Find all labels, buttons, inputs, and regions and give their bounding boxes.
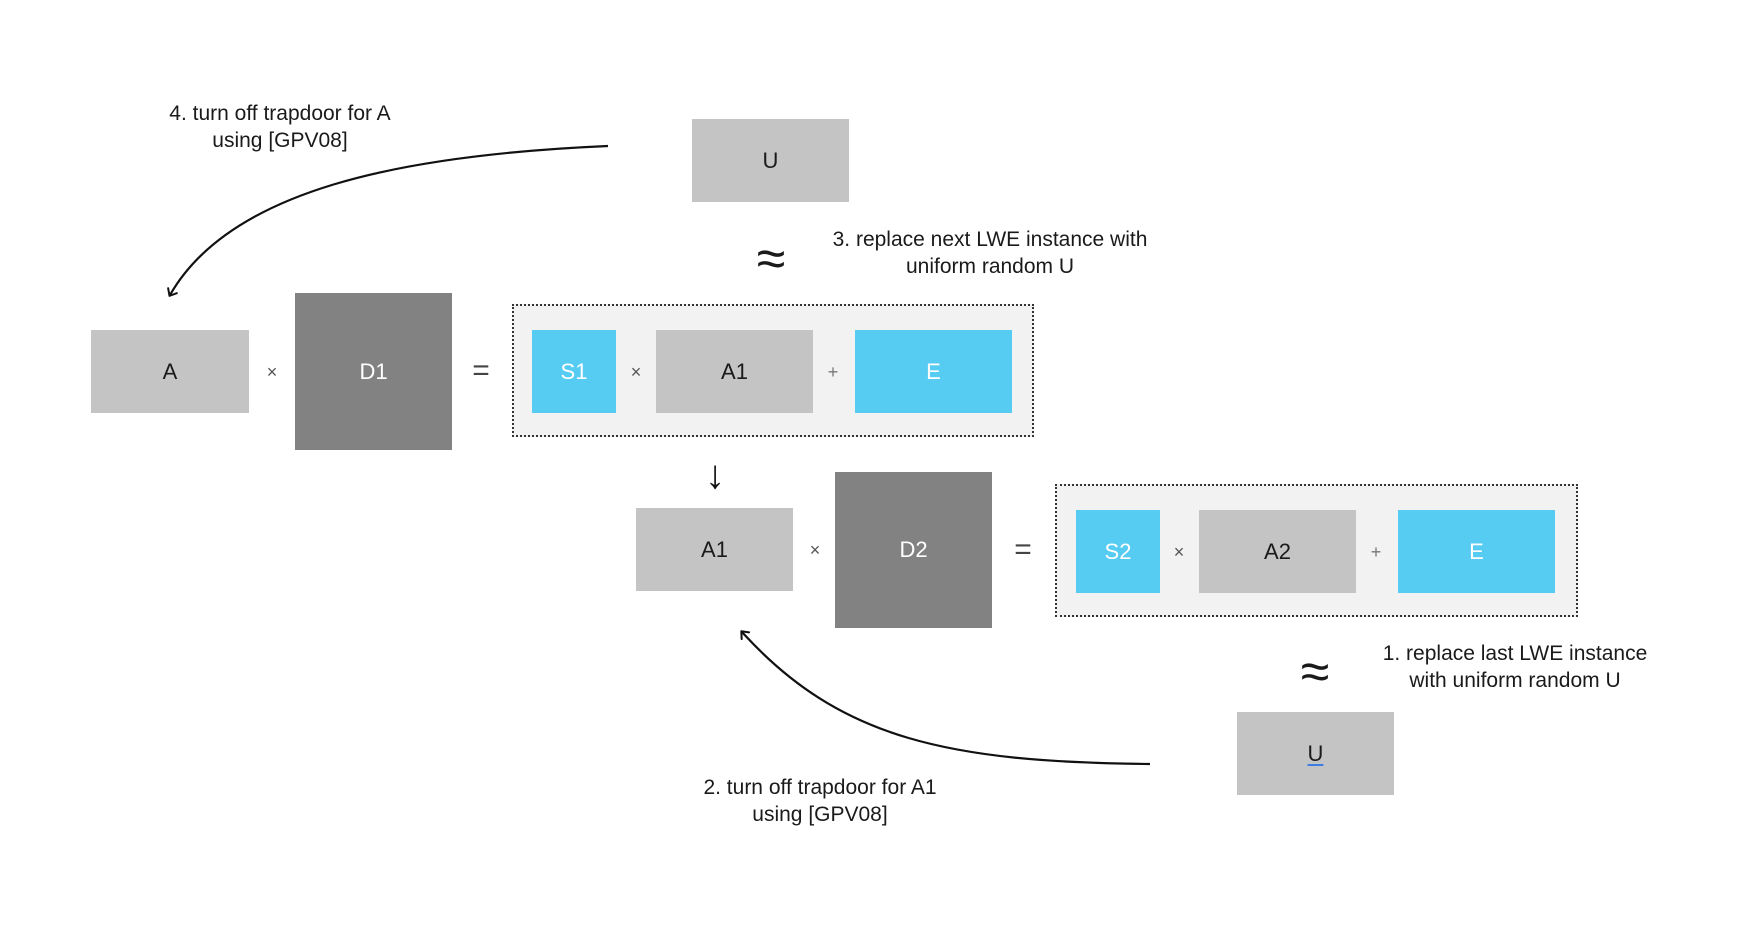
step3-line1: 3. replace next LWE instance with [832, 228, 1148, 251]
row1-e-box: E [855, 330, 1012, 413]
row2-s2-label: S2 [1104, 538, 1132, 564]
row2-plus: + [1370, 541, 1382, 562]
step1-approx-symbol: ≈ [1300, 643, 1330, 701]
step2-line2: using [GPV08] [752, 803, 888, 826]
step3-line2: uniform random U [905, 255, 1075, 278]
row2-times-2: × [1173, 541, 1185, 562]
row1-times-2: × [630, 361, 642, 382]
arrow-step2-curve [740, 630, 1151, 766]
step4-line2: using [GPV08] [212, 129, 348, 152]
top-u-box: U [692, 119, 849, 202]
top-u-label: U [762, 147, 779, 173]
step1-line2: with uniform random U [1409, 669, 1621, 692]
step3-label: 3. replace next LWE instance with unifor… [810, 226, 1170, 280]
down-arrow: ↓ [705, 452, 725, 497]
row1-a-label: A [162, 358, 178, 384]
row2-equals: = [1014, 533, 1032, 566]
row2-a1-box: A1 [636, 508, 793, 591]
step4-label: 4. turn off trapdoor for A using [GPV08] [130, 100, 430, 154]
row2-s2-box: S2 [1076, 510, 1160, 593]
row2-d2-label: D2 [899, 537, 928, 562]
bottom-u-box: U [1237, 712, 1394, 795]
row1-plus: + [827, 361, 839, 382]
row2-a2-box: A2 [1199, 510, 1356, 593]
row2-e-label: E [1469, 538, 1484, 564]
step3-approx-symbol: ≈ [756, 230, 786, 288]
row1-a-box: A [91, 330, 249, 413]
arrow-step4-curve [167, 144, 609, 297]
row1-d1-label: D1 [359, 358, 388, 384]
row1-s1-box: S1 [532, 330, 616, 413]
row2-times-1: × [809, 539, 821, 560]
row2-e-box: E [1398, 510, 1555, 593]
bottom-u-label: U [1307, 740, 1324, 766]
row1-d1-box: D1 [295, 293, 452, 450]
step2-label: 2. turn off trapdoor for A1 using [GPV08… [660, 774, 980, 828]
row1-equals: = [472, 354, 490, 387]
row1-s1-label: S1 [560, 358, 588, 384]
row1-e-label: E [926, 358, 941, 384]
step1-line1: 1. replace last LWE instance [1382, 642, 1648, 665]
step2-line1: 2. turn off trapdoor for A1 [703, 776, 937, 799]
step1-label: 1. replace last LWE instance with unifor… [1355, 640, 1675, 694]
row1-times-1: × [266, 361, 278, 382]
row2-a1-label: A1 [701, 536, 728, 562]
row1-a1-label: A1 [721, 358, 748, 384]
step4-line1: 4. turn off trapdoor for A [169, 102, 391, 125]
row2-d2-box: D2 [835, 472, 992, 628]
row2-a2-label: A2 [1264, 538, 1291, 564]
row1-a1-box: A1 [656, 330, 813, 413]
